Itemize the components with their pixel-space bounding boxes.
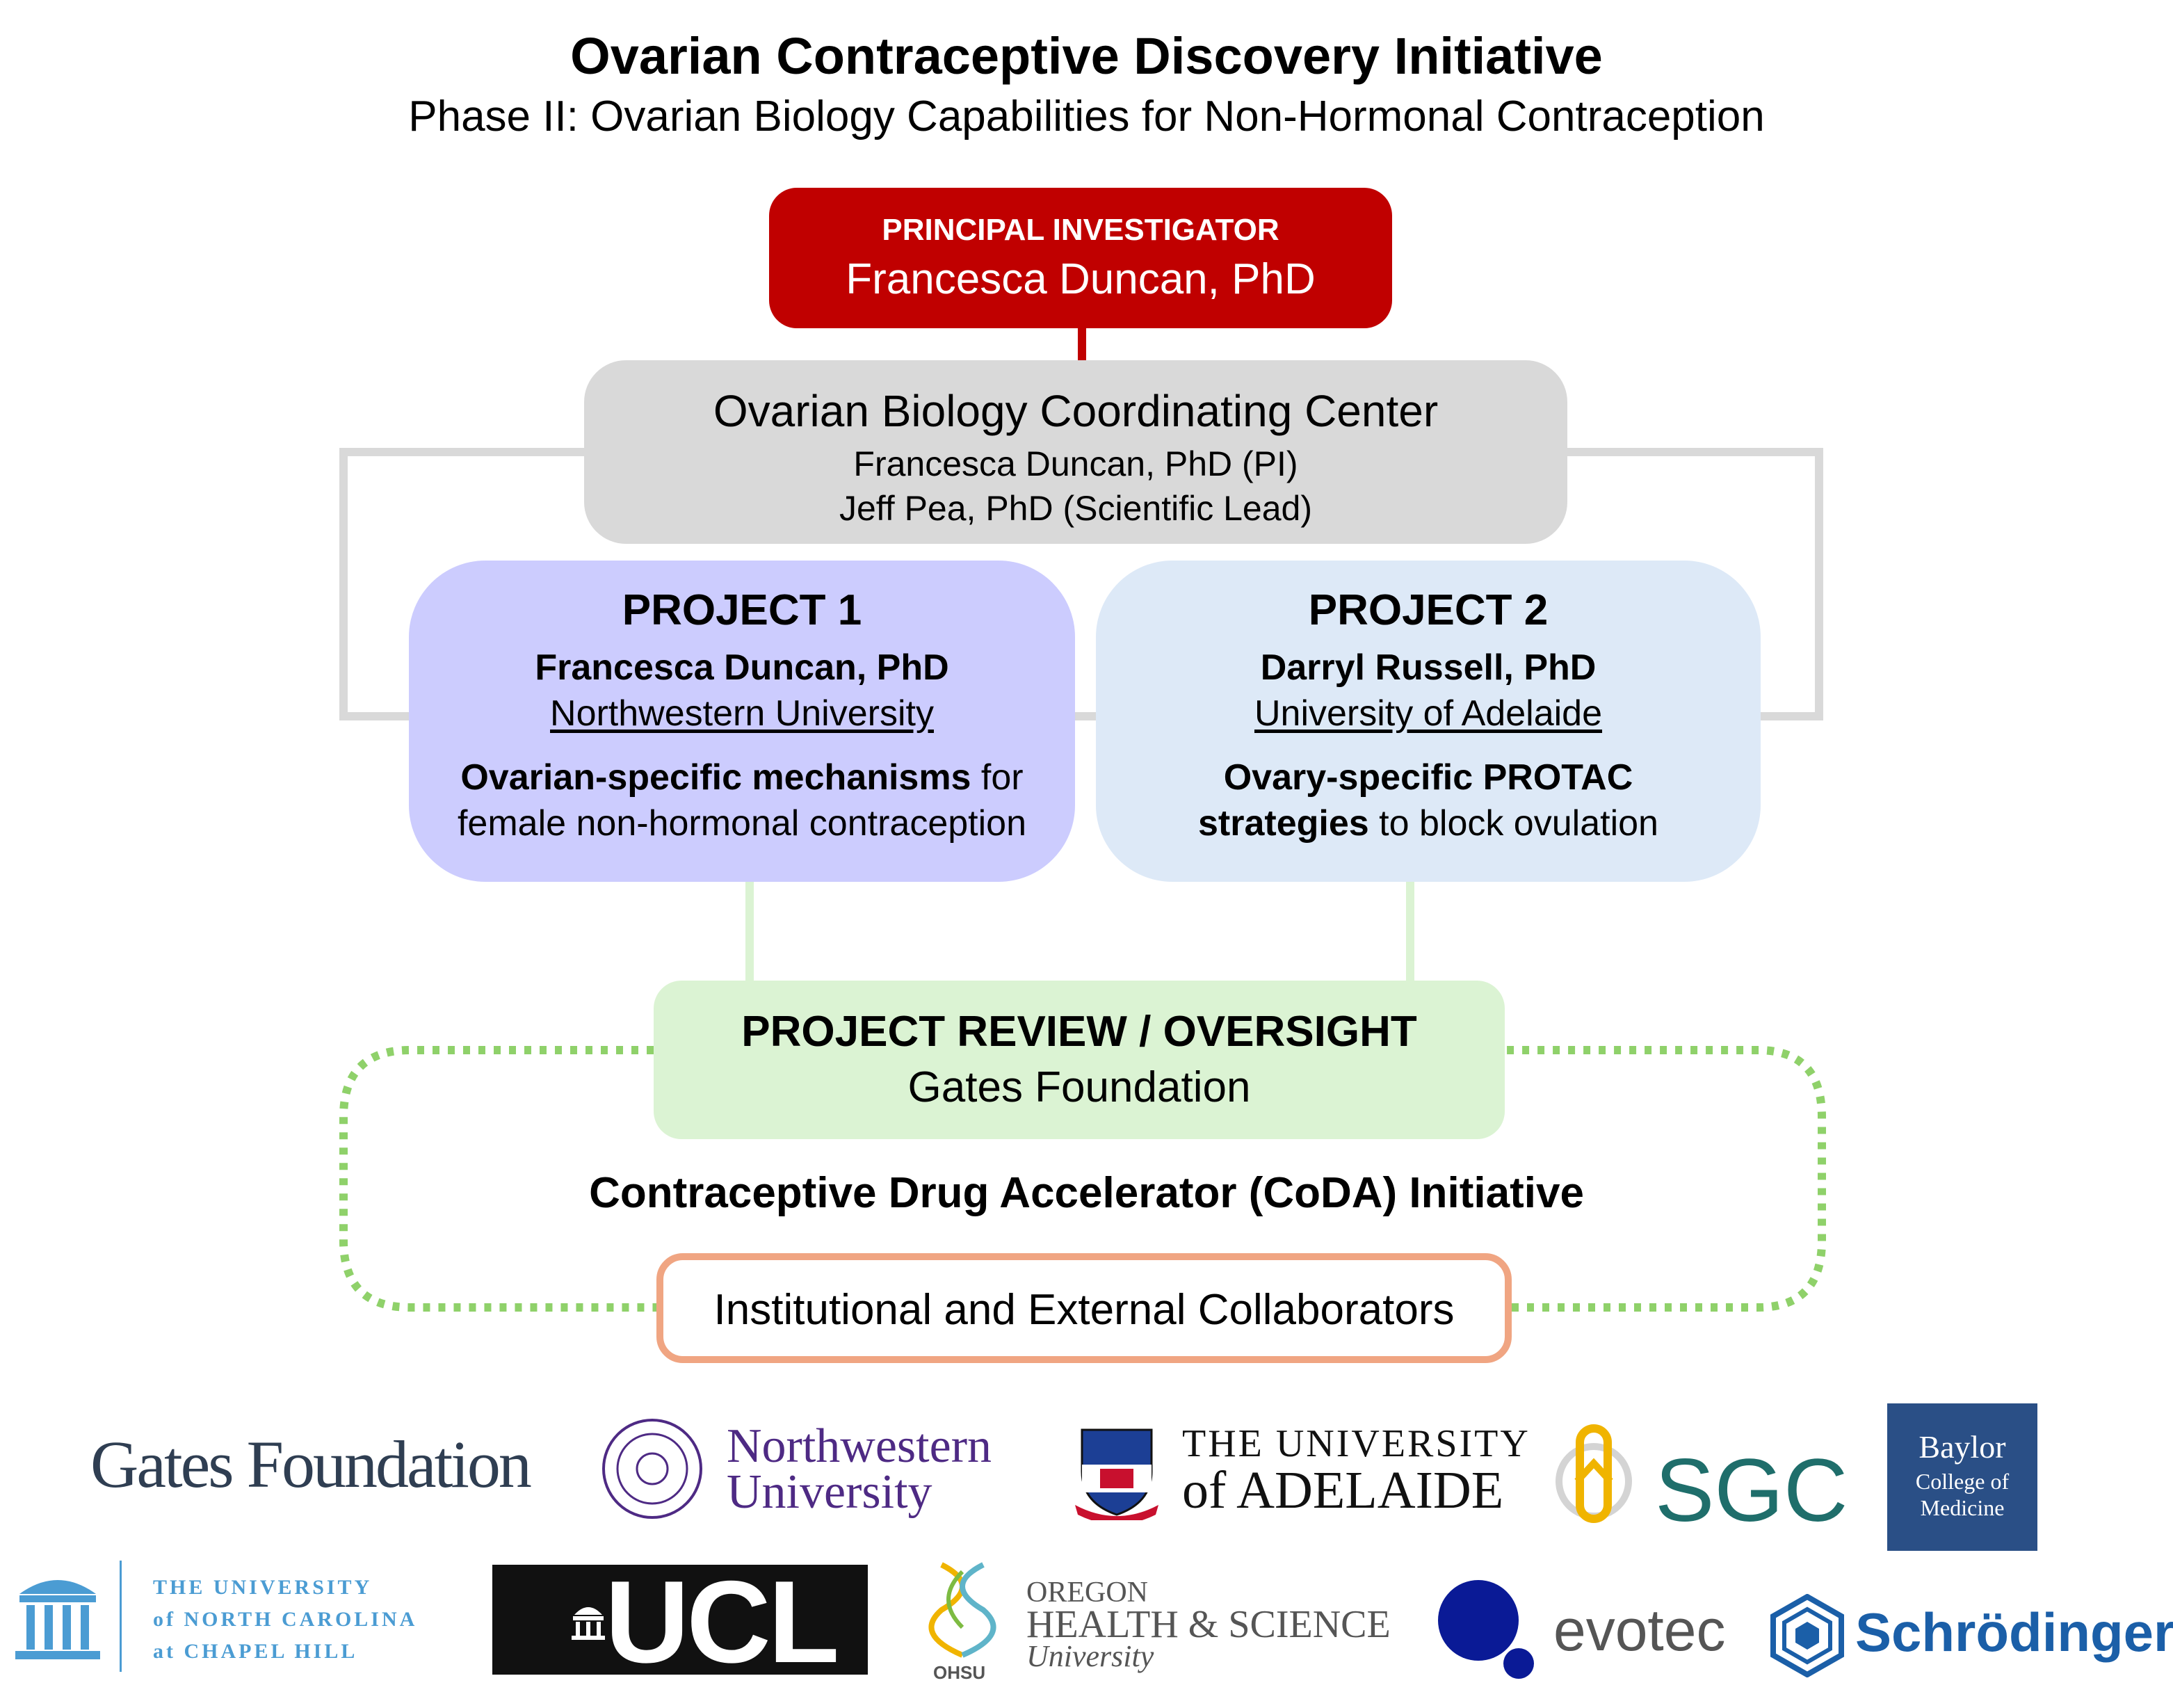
pi-name: Francesca Duncan, PhD [846,255,1316,303]
unc-logo-line1: THE UNIVERSITY [153,1576,373,1599]
principal-investigator-box: PRINCIPAL INVESTIGATOR Francesca Duncan,… [769,188,1392,328]
ucl-logo: UCL [605,1556,839,1687]
project-2-desc-bold: strategies [1198,803,1369,844]
baylor-logo-line2: College of [1915,1469,2010,1494]
schrodinger-logo: Schrödinger [1855,1602,2173,1663]
collaborators-label: Institutional and External Collaborators [713,1286,1455,1334]
gates-foundation-logo: Gates Foundation [90,1427,532,1501]
ohsu-logo-line1: OREGON [1026,1577,1148,1609]
evotec-logo: evotec [1553,1597,1726,1663]
evotec-dots-icon [1438,1580,1534,1679]
review-title: PROJECT REVIEW / OVERSIGHT [741,1008,1417,1056]
ucl-portico-icon [572,1607,605,1640]
baylor-logo-box [1887,1403,2037,1551]
project-1-desc-bold: Ovarian-specific mechanisms [460,757,971,798]
unc-logo-line2: of NORTH CAROLINA [153,1608,418,1631]
diagram-title: Ovarian Contraceptive Discovery Initiati… [570,27,1603,85]
project-1-desc-line2: female non-hormonal contraception [457,803,1027,844]
ohsu-logo-line3: University [1026,1639,1154,1673]
northwestern-logo-line1: Northwestern [727,1419,992,1473]
ohsu-helix-icon [928,1562,996,1658]
ohsu-logo-line2: HEALTH & SCIENCE [1026,1603,1391,1646]
adelaide-logo-line1: THE UNIVERSITY [1182,1422,1530,1465]
northwestern-seal-icon [602,1419,702,1519]
adelaide-logo-line2: of ADELAIDE [1182,1461,1504,1520]
coordinating-center-lead: Jeff Pea, PhD (Scientific Lead) [839,489,1312,528]
schrodinger-hexagon-icon [1770,1594,1844,1677]
project-1-title: PROJECT 1 [622,586,862,634]
northwestern-logo-line2: University [727,1465,932,1519]
collaborators-box: Institutional and External Collaborators [656,1253,1512,1363]
coordinating-center-pi: Francesca Duncan, PhD (PI) [853,444,1298,483]
project-2-box: PROJECT 2 Darryl Russell, PhD University… [1096,561,1761,882]
review-org: Gates Foundation [907,1063,1251,1111]
baylor-logo-line3: Medicine [1920,1495,2005,1520]
sgc-mark-icon [1556,1424,1632,1523]
ucl-logo-box [492,1565,868,1675]
project-2-desc-rest: to block ovulation [1368,803,1658,844]
project-2-desc-line1: Ovary-specific PROTAC [1223,757,1633,798]
project-2-lead: Darryl Russell, PhD [1260,647,1597,688]
project-1-box: PROJECT 1 Francesca Duncan, PhD Northwes… [409,561,1075,882]
project-2-title: PROJECT 2 [1308,586,1549,634]
unc-old-well-icon [15,1580,100,1659]
coordinating-bracket-right [1567,448,1823,720]
project-2-institution: University of Adelaide [1254,693,1603,734]
unc-divider [120,1561,122,1672]
unc-logo-line3: at CHAPEL HILL [153,1640,358,1663]
sgc-logo: SGC [1655,1441,1848,1540]
review-oversight-box: PROJECT REVIEW / OVERSIGHT Gates Foundat… [654,981,1505,1139]
ohsu-small-label: OHSU [933,1662,986,1683]
project-1-lead: Francesca Duncan, PhD [535,647,949,688]
coordinating-center-title: Ovarian Biology Coordinating Center [713,386,1439,436]
coda-initiative-label: Contraceptive Drug Accelerator (CoDA) In… [589,1169,1584,1217]
pi-label: PRINCIPAL INVESTIGATOR [882,213,1279,247]
project-1-desc-rest: for [971,757,1024,798]
coordinating-bracket-left [339,448,584,720]
adelaide-crest-icon [1075,1428,1158,1520]
diagram-subtitle: Phase II: Ovarian Biology Capabilities f… [408,92,1765,140]
project-1-institution: Northwestern University [550,693,934,734]
coordinating-center-box: Ovarian Biology Coordinating Center Fran… [584,360,1567,544]
baylor-logo-line1: Baylor [1918,1429,2006,1465]
coda-dotted-loop [339,1046,1826,1312]
